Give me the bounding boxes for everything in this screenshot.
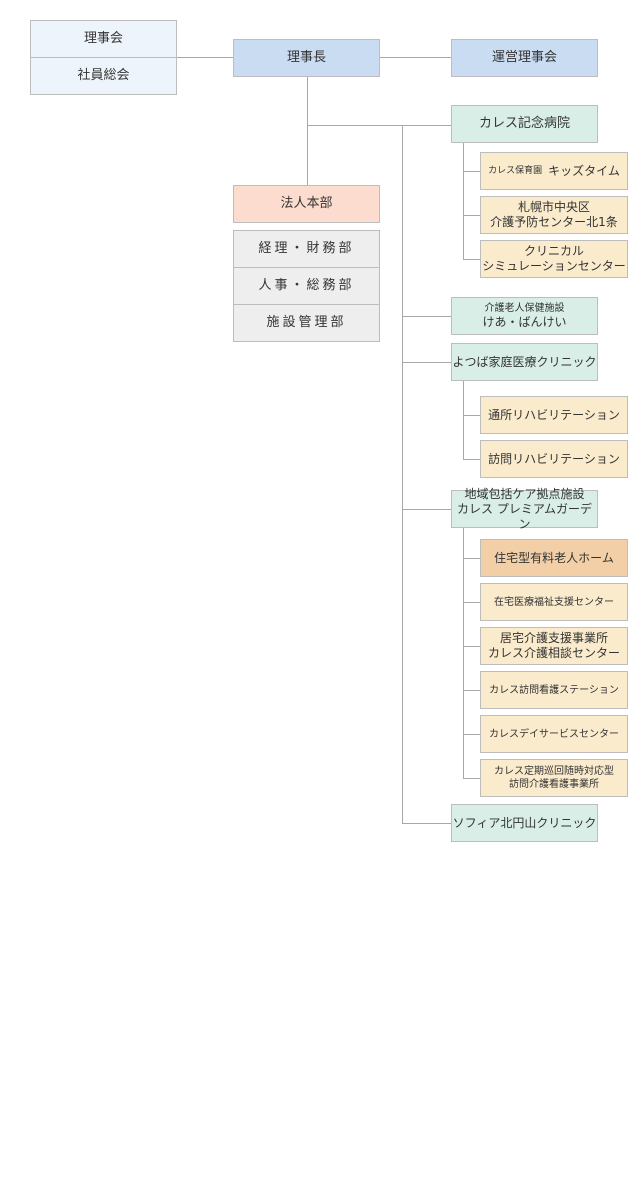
keah-box: 介護老人保健施設 けあ・ばんけい [451,297,598,335]
connector-chairman-down [307,76,308,186]
prevention-center-box: 札幌市中央区 介護予防センター北1条 [480,196,628,234]
outpatient-rehab-label: 通所リハビリテーション [488,407,620,422]
connector-chairman-management [379,57,452,58]
care-consultation-line2: カレス介護相談センター [487,646,620,660]
general-assembly-label: 社員総会 [77,68,130,83]
sophia-clinic-label: ソフィア北円山クリニック [452,815,597,830]
home-visit-rehab-label: 訪問リハビリテーション [488,451,620,466]
department-hr: 人事・総務部 [233,267,380,305]
connector-premium-unit-6 [463,778,481,779]
sophia-clinic-box: ソフィア北円山クリニック [451,804,598,842]
day-service-label: カレスデイサービスセンター [489,728,619,740]
management-board-label: 運営理事会 [491,50,557,65]
daycare-box: カレス保育園 キッズタイム [480,152,628,190]
department-accounting-label: 経理・財務部 [258,241,355,256]
premium-garden-box: 地域包括ケア拠点施設 カレス プレミアムガーデン [451,486,598,531]
connector-facilities-trunk [402,125,403,823]
department-facilities-label: 施設管理部 [266,315,347,330]
day-service-box: カレスデイサービスセンター [480,715,628,753]
board-of-directors-label: 理事会 [83,31,123,46]
department-facilities: 施設管理部 [233,304,380,342]
periodic-visit-care-line2: 訪問介護看護事業所 [509,779,599,790]
chairman-label: 理事長 [286,50,326,65]
keah-line1: 介護老人保健施設 [484,303,565,314]
connector-premium-unit-1 [463,558,481,559]
simulation-center-line2: シミュレーションセンター [482,259,626,273]
daycare-prefix: カレス保育園 [488,165,543,176]
connector-facilities-bus [307,125,452,126]
prevention-center-line2: 介護予防センター北1条 [490,215,618,229]
yotsuba-clinic-label: よつば家庭医療クリニック [452,354,597,369]
homecare-support-box: 在宅医療福祉支援センター [480,583,628,621]
care-consultation-box: 居宅介護支援事業所 カレス介護相談センター [480,627,628,665]
hospital-box: カレス記念病院 [451,105,598,143]
keah-line2: けあ・ばんけい [482,315,567,329]
periodic-visit-care-line1: カレス定期巡回随時対応型 [494,766,614,777]
management-board-box: 運営理事会 [451,39,598,77]
department-hr-label: 人事・総務部 [258,278,355,293]
connector-hospital-unit-3 [463,259,481,260]
connector-premium-unit-3 [463,646,481,647]
simulation-center-box: クリニカル シミュレーションセンター [480,240,628,278]
premium-garden-line2: カレス プレミアムガーデン [457,501,592,531]
outpatient-rehab-box: 通所リハビリテーション [480,396,628,434]
connector-premium-unit-2 [463,602,481,603]
connector-sophia [402,823,452,824]
connector-premium-units [463,527,464,778]
care-consultation-line1: 居宅介護支援事業所 [499,631,608,645]
prevention-center-line1: 札幌市中央区 [517,200,590,214]
chairman-box: 理事長 [233,39,380,77]
periodic-visit-care-box: カレス定期巡回随時対応型 訪問介護看護事業所 [480,759,628,797]
hospital-label: カレス記念病院 [478,116,570,131]
home-visit-rehab-box: 訪問リハビリテーション [480,440,628,478]
connector-premium [402,509,452,510]
headquarters-label: 法人本部 [280,196,333,211]
visiting-nurse-box: カレス訪問看護ステーション [480,671,628,709]
headquarters-box: 法人本部 [233,185,380,223]
connector-yotsuba-unit-1 [463,415,481,416]
connector-yotsuba-unit-2 [463,459,481,460]
connector-premium-unit-4 [463,690,481,691]
connector-yotsuba-units [463,380,464,459]
nursing-home-label: 住宅型有料老人ホーム [494,550,614,565]
connector-hospital-units [463,142,464,259]
homecare-support-label: 在宅医療福祉支援センター [494,596,614,608]
daycare-name: キッズタイム [548,163,620,178]
connector-yotsuba [402,362,452,363]
premium-garden-line1: 地域包括ケア拠点施設 [464,486,585,501]
connector-board-chairman [176,57,234,58]
yotsuba-clinic-box: よつば家庭医療クリニック [451,343,598,381]
connector-premium-unit-5 [463,734,481,735]
general-assembly-box: 社員総会 [30,57,177,95]
nursing-home-box: 住宅型有料老人ホーム [480,539,628,577]
department-accounting: 経理・財務部 [233,230,380,268]
connector-hospital-unit-2 [463,215,481,216]
visiting-nurse-label: カレス訪問看護ステーション [489,684,619,696]
connector-keah [402,316,452,317]
simulation-center-line1: クリニカル [523,244,584,258]
board-of-directors-box: 理事会 [30,20,177,58]
connector-hospital-unit-1 [463,171,481,172]
